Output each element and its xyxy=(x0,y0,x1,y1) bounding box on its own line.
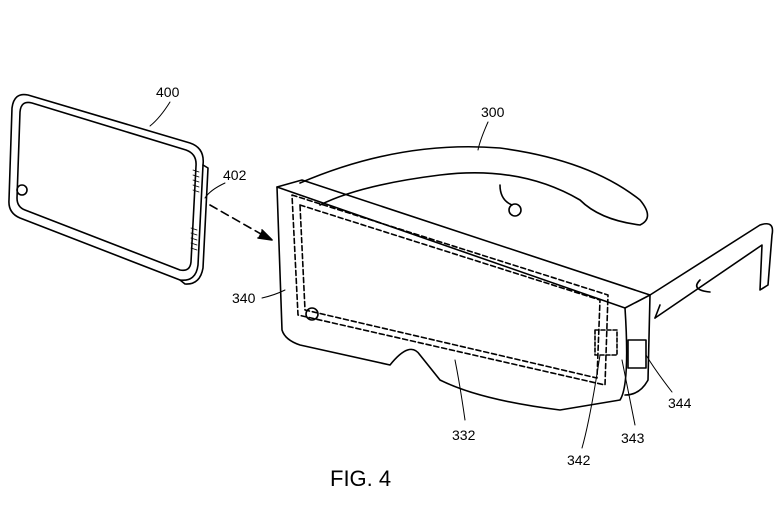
label-400: 400 xyxy=(156,84,180,100)
figure-caption: FIG. 4 xyxy=(330,466,392,491)
label-300: 300 xyxy=(481,104,505,120)
label-332: 332 xyxy=(452,427,476,443)
label-342: 342 xyxy=(567,452,591,468)
label-402: 402 xyxy=(223,167,247,183)
insertion-arrow xyxy=(209,204,269,239)
leader-lines xyxy=(149,101,673,449)
temple-arm-drawing xyxy=(649,222,774,319)
strap-drawing xyxy=(299,145,649,226)
label-340: 340 xyxy=(232,290,256,306)
goggles-drawing xyxy=(276,179,651,411)
phone-drawing xyxy=(8,93,209,285)
label-344: 344 xyxy=(668,395,692,411)
label-343: 343 xyxy=(621,430,645,446)
